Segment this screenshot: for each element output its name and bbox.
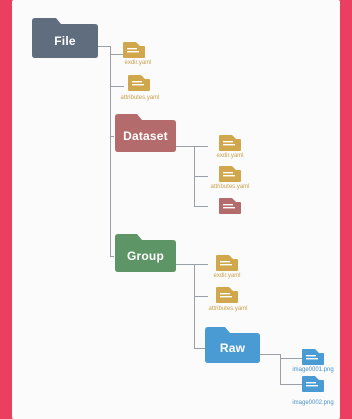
connector-file-attributes bbox=[110, 86, 124, 87]
image-file-icon bbox=[302, 376, 324, 392]
connector-file-vertical bbox=[110, 46, 111, 256]
dataset-folder: Dataset bbox=[115, 114, 176, 152]
connector-raw-trunk bbox=[260, 354, 280, 355]
yaml-file-icon bbox=[219, 135, 241, 151]
folder-label: Group bbox=[127, 249, 164, 263]
connector-file-exdir bbox=[110, 54, 124, 55]
connector-file-trunk bbox=[98, 46, 110, 47]
folder-icon bbox=[205, 327, 260, 363]
yaml-file-icon bbox=[123, 42, 145, 58]
connector-group-trunk bbox=[176, 264, 194, 265]
directory-tree-diagram: File exdir.yaml attributes.yaml Dataset bbox=[12, 0, 340, 419]
yaml-file-icon bbox=[219, 166, 241, 182]
folder-icon bbox=[115, 234, 176, 272]
file-label: image0002.png bbox=[292, 400, 334, 406]
connector-dataset-trunk bbox=[176, 146, 194, 147]
file-label: exdir.yaml bbox=[213, 273, 241, 279]
group-folder: Group bbox=[115, 234, 176, 272]
file-folder: File bbox=[32, 18, 98, 58]
connector-raw-image1 bbox=[280, 358, 302, 359]
connector-group-attributes bbox=[194, 296, 208, 297]
data-file-icon bbox=[219, 198, 241, 214]
connector-group-exdir bbox=[194, 264, 208, 265]
connector-raw-vertical bbox=[280, 354, 281, 384]
file-label: attributes.yaml bbox=[208, 306, 248, 312]
file-label: image0001.png bbox=[292, 367, 334, 373]
connector-group-raw bbox=[194, 348, 206, 349]
file-label: exdir.yaml bbox=[124, 60, 152, 66]
yaml-file-icon bbox=[216, 287, 238, 303]
connector-file-dataset bbox=[110, 136, 114, 137]
file-label: attributes.yaml bbox=[120, 95, 160, 101]
file-label: exdir.yaml bbox=[216, 153, 244, 159]
connector-dataset-data bbox=[194, 206, 208, 207]
folder-icon bbox=[32, 18, 98, 58]
raw-folder: Raw bbox=[205, 327, 260, 363]
folder-icon bbox=[115, 114, 176, 152]
folder-label: File bbox=[54, 34, 76, 48]
yaml-file-icon bbox=[216, 255, 238, 271]
connector-group-vertical bbox=[194, 264, 195, 348]
connector-file-group bbox=[110, 256, 114, 257]
connector-dataset-exdir bbox=[194, 146, 208, 147]
yaml-file-icon bbox=[128, 75, 150, 91]
folder-label: Dataset bbox=[123, 129, 168, 143]
image-file-icon bbox=[302, 349, 324, 365]
folder-label: Raw bbox=[219, 341, 246, 355]
connector-raw-image2 bbox=[280, 384, 302, 385]
connector-dataset-attributes bbox=[194, 176, 208, 177]
file-label: attributes.yaml bbox=[210, 184, 250, 190]
